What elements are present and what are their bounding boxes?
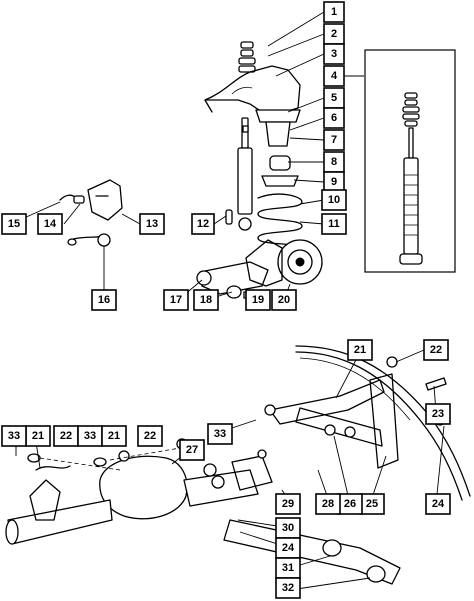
callout-28: 28	[315, 493, 341, 515]
svg-text:22: 22	[60, 430, 72, 442]
callout-24: 24	[425, 493, 451, 515]
svg-text:16: 16	[98, 294, 110, 306]
svg-text:23: 23	[432, 408, 444, 420]
rear-axle-drawing	[5, 345, 471, 585]
callout-6: 6	[323, 107, 345, 129]
svg-text:27: 27	[186, 444, 198, 456]
shock-absorber-inset	[364, 49, 456, 273]
callout-8: 8	[323, 151, 345, 173]
svg-text:5: 5	[331, 92, 337, 104]
svg-text:29: 29	[282, 498, 294, 510]
svg-text:13: 13	[146, 218, 158, 230]
callout-16: 16	[91, 289, 117, 311]
svg-text:20: 20	[278, 294, 290, 306]
svg-text:21: 21	[32, 430, 44, 442]
front-suspension-drawing	[59, 41, 323, 299]
callout-19: 19	[245, 289, 271, 311]
callout-12: 12	[191, 213, 215, 235]
callout-24b: 24	[275, 537, 301, 559]
svg-text:30: 30	[282, 522, 294, 534]
callout-5: 5	[323, 87, 345, 109]
svg-text:18: 18	[200, 294, 212, 306]
callout-30: 30	[275, 517, 301, 539]
callout-25: 25	[359, 493, 385, 515]
svg-text:33: 33	[8, 430, 20, 442]
svg-text:21: 21	[354, 344, 366, 356]
svg-text:17: 17	[170, 294, 182, 306]
callout-33: 33	[207, 423, 233, 445]
callouts: 1 2 3 4 5 6 7 8 9 10 11 12 13 14 15 16 1…	[1, 1, 451, 599]
svg-text:24: 24	[432, 498, 445, 510]
callout-32: 32	[275, 577, 301, 599]
callout-20: 20	[271, 289, 297, 311]
svg-text:15: 15	[8, 218, 20, 230]
callout-23: 23	[425, 403, 451, 425]
callout-14: 14	[37, 213, 63, 235]
svg-text:6: 6	[331, 112, 337, 124]
callout-22-left: 22	[53, 425, 79, 447]
callout-26: 26	[337, 493, 363, 515]
callout-1: 1	[323, 1, 345, 23]
callout-21: 21	[347, 339, 373, 361]
svg-text:21: 21	[108, 430, 120, 442]
svg-text:9: 9	[331, 176, 337, 188]
callout-15: 15	[1, 213, 27, 235]
svg-text:22: 22	[430, 344, 442, 356]
callout-17: 17	[163, 289, 189, 311]
svg-text:33: 33	[214, 428, 226, 440]
callout-21-left: 21	[25, 425, 51, 447]
svg-text:22: 22	[144, 430, 156, 442]
svg-text:14: 14	[44, 218, 57, 230]
callout-3: 3	[323, 43, 345, 65]
svg-text:26: 26	[344, 498, 356, 510]
svg-text:8: 8	[331, 156, 337, 168]
callout-2: 2	[323, 23, 345, 45]
callout-31: 31	[275, 557, 301, 579]
svg-text:12: 12	[197, 218, 209, 230]
svg-text:28: 28	[322, 498, 334, 510]
svg-text:10: 10	[328, 194, 340, 206]
callout-9: 9	[323, 171, 345, 193]
svg-text:4: 4	[331, 70, 338, 82]
callout-22: 22	[423, 339, 449, 361]
callout-18: 18	[193, 289, 219, 311]
callout-21-mid: 21	[101, 425, 127, 447]
callout-33-left: 33	[1, 425, 27, 447]
callout-4: 4	[323, 65, 345, 87]
callout-11: 11	[321, 213, 347, 235]
svg-text:11: 11	[328, 218, 340, 230]
callout-22-mid: 22	[137, 425, 163, 447]
svg-text:3: 3	[331, 48, 337, 60]
svg-text:33: 33	[84, 430, 96, 442]
svg-text:7: 7	[331, 134, 337, 146]
callout-10: 10	[321, 189, 347, 211]
callout-27: 27	[179, 439, 205, 461]
svg-text:31: 31	[282, 562, 294, 574]
svg-text:1: 1	[331, 6, 337, 18]
callout-7: 7	[323, 129, 345, 151]
svg-text:32: 32	[282, 582, 294, 594]
svg-text:2: 2	[331, 28, 337, 40]
callout-33-mid: 33	[77, 425, 103, 447]
svg-text:24: 24	[282, 542, 295, 554]
svg-text:25: 25	[366, 498, 378, 510]
callout-29: 29	[275, 493, 301, 515]
callout-13: 13	[139, 213, 165, 235]
svg-text:19: 19	[252, 294, 264, 306]
